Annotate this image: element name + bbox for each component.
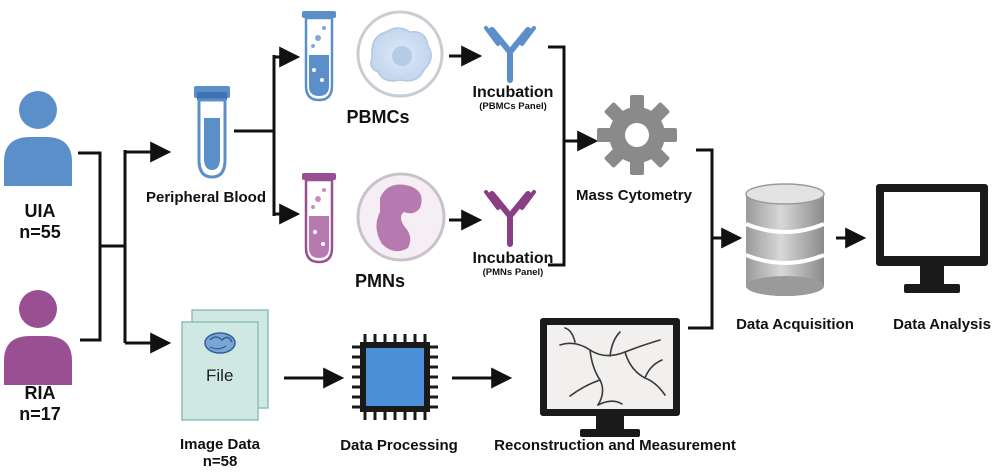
uia-person-icon: [4, 91, 72, 186]
pmn-incubation-title: Incubation: [472, 250, 554, 267]
pbmc-antibody-icon: [484, 26, 536, 83]
pbmc-tube-icon: [302, 11, 336, 102]
uia-name: UIA: [24, 201, 56, 221]
brain-icon: [204, 332, 236, 354]
pbmc-incubation-title: Incubation: [472, 84, 554, 101]
processing-label: Data Processing: [340, 437, 458, 454]
processor-chip-icon: [352, 334, 438, 420]
ria-label: RIA n=17: [19, 383, 61, 424]
uia-count: n=55: [19, 221, 61, 242]
image-data-label: Image Data n=58: [180, 436, 260, 471]
group-connectors: [78, 141, 172, 354]
pbmc-label: PBMCs: [346, 107, 410, 127]
image-data-title: Image Data: [179, 436, 261, 453]
pmn-panel-label: (PMNs Panel): [482, 267, 544, 279]
blood-tube-icon: [194, 86, 230, 179]
ria-count: n=17: [19, 403, 61, 424]
pmn-antibody-icon: [484, 190, 536, 247]
pbmc-cell-icon: [356, 10, 444, 98]
ria-person-icon: [4, 290, 72, 385]
blood-split-connectors: [234, 46, 301, 225]
acquisition-label: Data Acquisition: [736, 316, 854, 333]
reconstruction-label: Reconstruction and Measurement: [494, 437, 736, 454]
acquisition-connectors: [688, 148, 743, 330]
pmn-label: PMNs: [354, 271, 406, 291]
pmn-incubation-label: Incubation (PMNs Panel): [473, 250, 554, 279]
file-text: File: [206, 366, 234, 385]
database-icon: [745, 183, 825, 296]
pbmc-incubation-label: Incubation (PBMCs Panel): [473, 84, 554, 113]
pmn-cell-icon: [356, 172, 446, 262]
ria-name: RIA: [24, 383, 56, 403]
incubation-connectors: [548, 45, 599, 267]
reconstruction-monitor-icon: [540, 318, 680, 437]
analysis-monitor-icon: [876, 184, 988, 293]
pmn-tube-icon: [302, 173, 336, 264]
gear-icon: [597, 95, 677, 175]
analysis-label: Data Analysis: [893, 316, 991, 333]
cytometry-label: Mass Cytometry: [576, 187, 692, 204]
pbmc-panel-label: (PBMCs Panel): [479, 101, 547, 113]
image-data-count: n=58: [202, 453, 238, 471]
image-file-icon: [181, 309, 269, 421]
blood-label: Peripheral Blood: [145, 189, 267, 206]
uia-label: UIA n=55: [19, 201, 61, 242]
vessel-icon: [559, 327, 666, 406]
